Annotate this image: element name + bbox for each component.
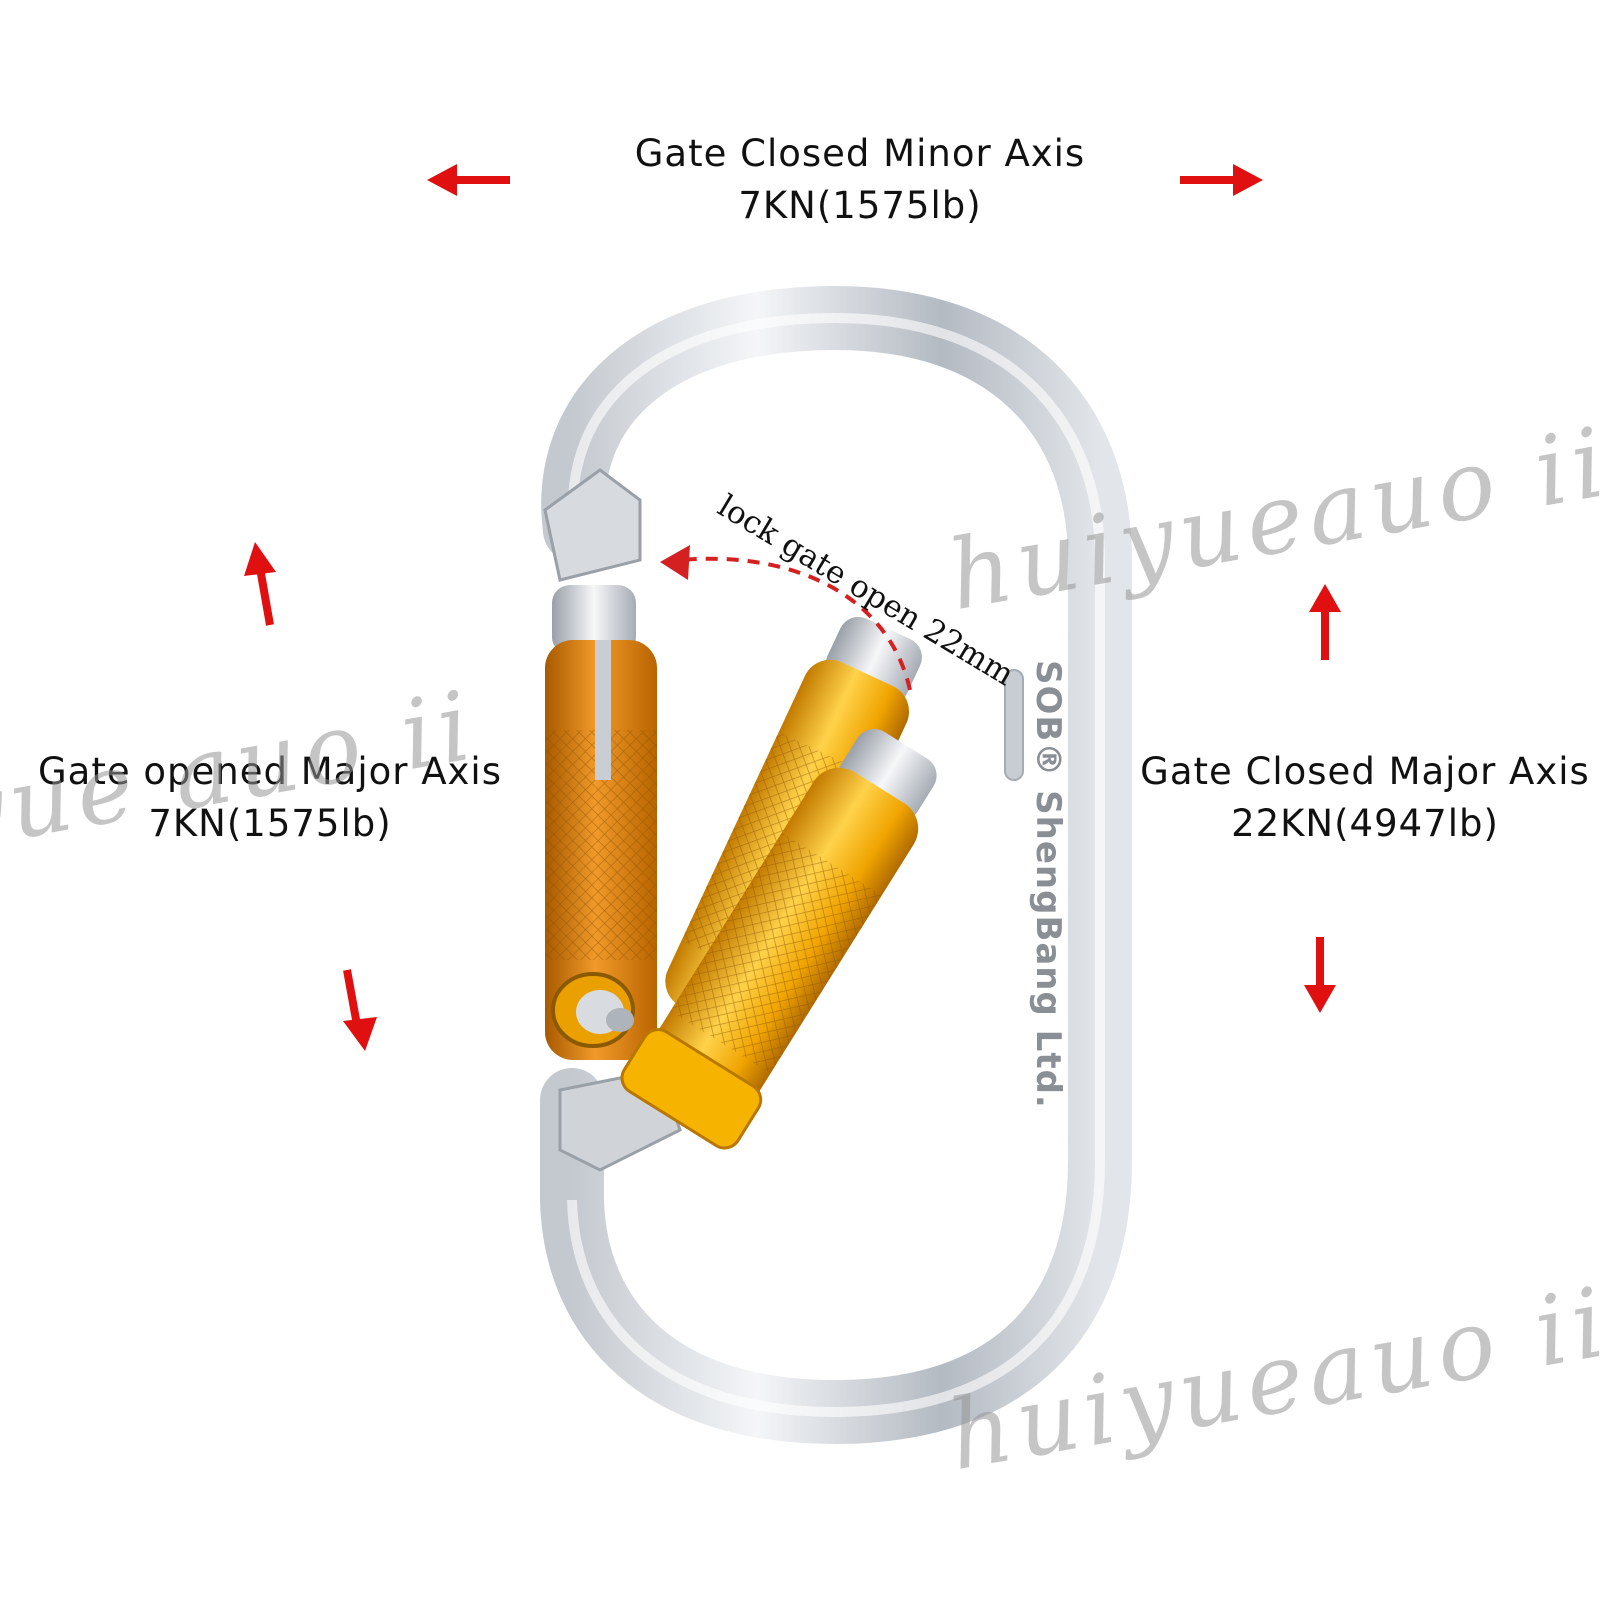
minor-axis-label: Gate Closed Minor Axis 7KN(1575lb) (580, 128, 1140, 232)
gate-closed-major-label: Gate Closed Major Axis 22KN(4947lb) (1140, 746, 1590, 850)
minor-axis-value: 7KN(1575lb) (738, 184, 982, 227)
minor-axis-title: Gate Closed Minor Axis (634, 132, 1086, 175)
gate-opened-major-label: Gate opened Major Axis 7KN(1575lb) (20, 746, 520, 850)
minor-axis-left-arrow (427, 164, 510, 196)
minor-axis-right-arrow (1180, 164, 1263, 196)
open-gate (620, 729, 937, 1150)
pivot-pin (551, 972, 635, 1048)
gate-opening-arc (679, 556, 912, 691)
gate-opened-major-value: 7KN(1575lb) (148, 802, 392, 845)
brand-engraving: SOB® ShengBang Ltd. (1028, 660, 1068, 1109)
closed-gate (545, 585, 657, 1060)
right-major-up-arrow (1309, 584, 1341, 660)
gate-opened-major-title: Gate opened Major Axis (38, 750, 502, 793)
right-major-down-arrow (1304, 937, 1336, 1013)
gate-opening-arrowhead (660, 545, 690, 580)
left-major-down-arrow (343, 969, 377, 1051)
left-major-up-arrow (244, 542, 276, 626)
gate-closed-major-value: 22KN(4947lb) (1231, 802, 1499, 845)
gate-closed-major-title: Gate Closed Major Axis (1140, 750, 1590, 793)
